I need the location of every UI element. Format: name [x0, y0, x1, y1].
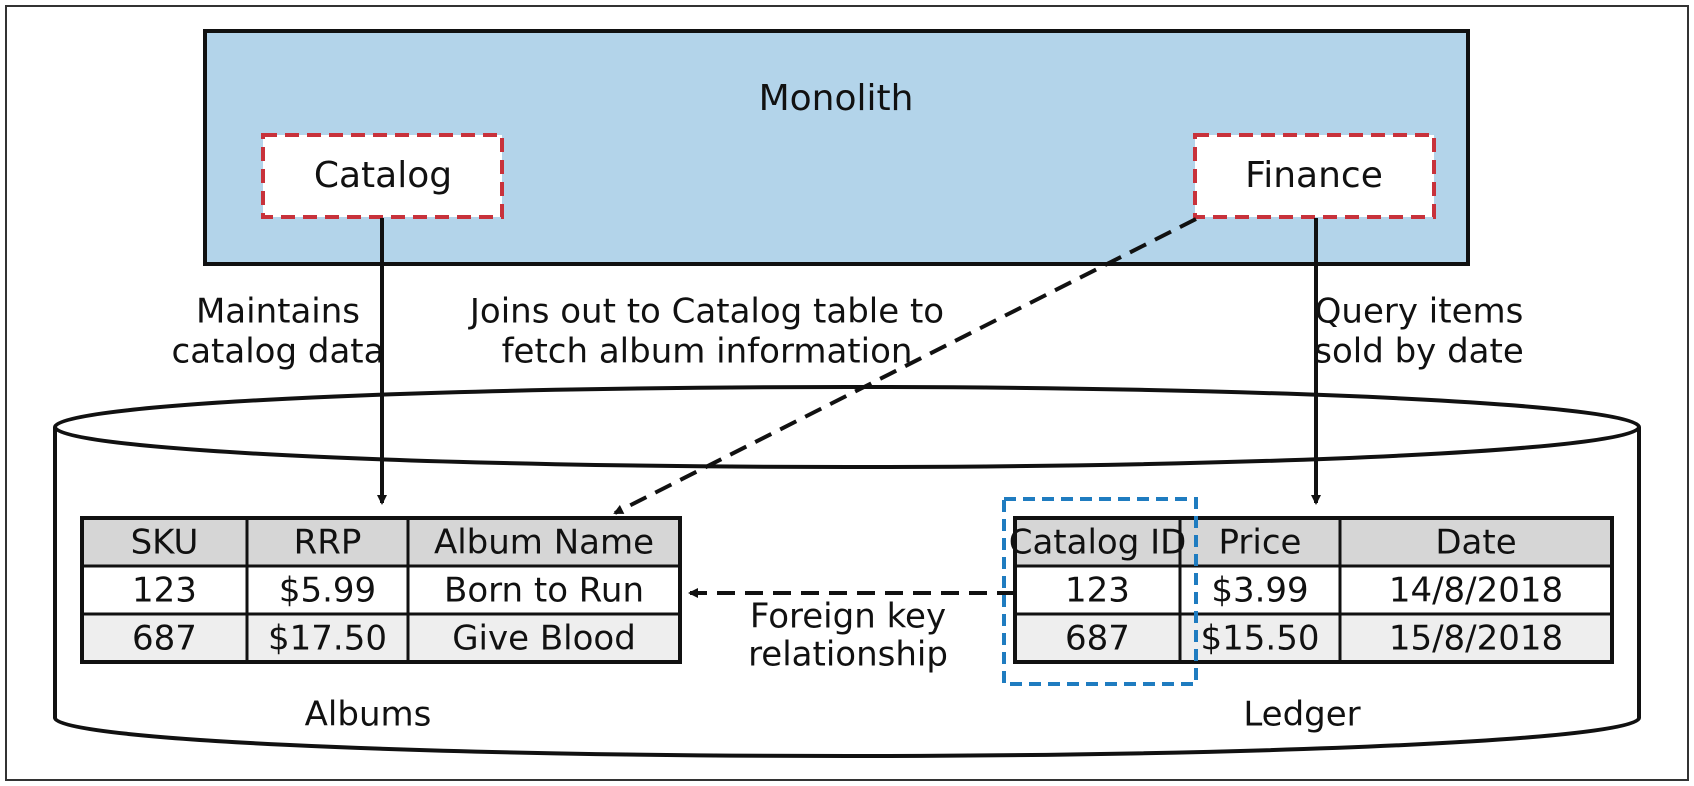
query-annotation-line-2: sold by date [1314, 332, 1524, 372]
ledger-cell: $3.99 [1211, 571, 1308, 611]
albums-border [80, 516, 682, 664]
albums-cell: Born to Run [444, 571, 644, 611]
foreign-key-annotation-line-2: relationship [748, 635, 948, 675]
ledger-table: Catalog ID Price Date 123 $3.99 14/8/2018 687 $… [1009, 516, 1614, 664]
ledger-row [1015, 566, 1612, 614]
joins-annotation-line-2: fetch album information [502, 332, 913, 372]
ledger-row [1015, 614, 1612, 662]
albums-cell: $17.50 [268, 619, 387, 659]
ledger-cell: 15/8/2018 [1389, 619, 1563, 659]
monolith-title: Monolith [759, 78, 914, 119]
albums-row [82, 566, 680, 614]
albums-row [82, 614, 680, 662]
albums-header-cell: Album Name [434, 523, 654, 563]
finance-module-box [1193, 133, 1436, 219]
finance-joins-albums-arrow [613, 217, 1197, 515]
maintains-annotation-line-1: Maintains [196, 292, 360, 332]
foreign-key-annotation-line-1: Foreign key [750, 597, 946, 637]
albums-cell: $5.99 [279, 571, 376, 611]
query-annotation-line-1: Query items [1315, 292, 1524, 332]
maintains-annotation-line-2: catalog data [172, 332, 385, 372]
ledger-header-cell: Date [1435, 523, 1516, 563]
ledger-header-cell: Price [1219, 523, 1302, 563]
albums-table-name: Albums [305, 695, 432, 735]
ledger-border [1013, 516, 1614, 664]
ledger-header-cell: Catalog ID [1009, 523, 1187, 563]
finance-module-label: Finance [1245, 155, 1383, 196]
catalog-module-label: Catalog [314, 155, 452, 196]
figure-frame [5, 5, 1689, 781]
ledger-header-row [1015, 518, 1612, 566]
joins-annotation-line-1: Joins out to Catalog table to [468, 292, 944, 332]
albums-table: SKU RRP Album Name 123 $5.99 Born to Run 687 $1… [80, 516, 682, 664]
albums-cell: Give Blood [452, 619, 636, 659]
albums-cell: 687 [132, 619, 197, 659]
foreign-key-highlight-box [1002, 497, 1198, 686]
database-cylinder-top [53, 385, 1641, 469]
albums-cell: 123 [132, 571, 197, 611]
albums-header-cell: SKU [131, 523, 199, 563]
ledger-cell: 687 [1065, 619, 1130, 659]
albums-header-cell: RRP [294, 523, 362, 563]
albums-header-row [82, 518, 680, 566]
ledger-cell: $15.50 [1201, 619, 1320, 659]
ledger-cell: 14/8/2018 [1389, 571, 1563, 611]
catalog-module-box [261, 133, 504, 219]
ledger-cell: 123 [1065, 571, 1130, 611]
ledger-table-name: Ledger [1243, 695, 1360, 735]
